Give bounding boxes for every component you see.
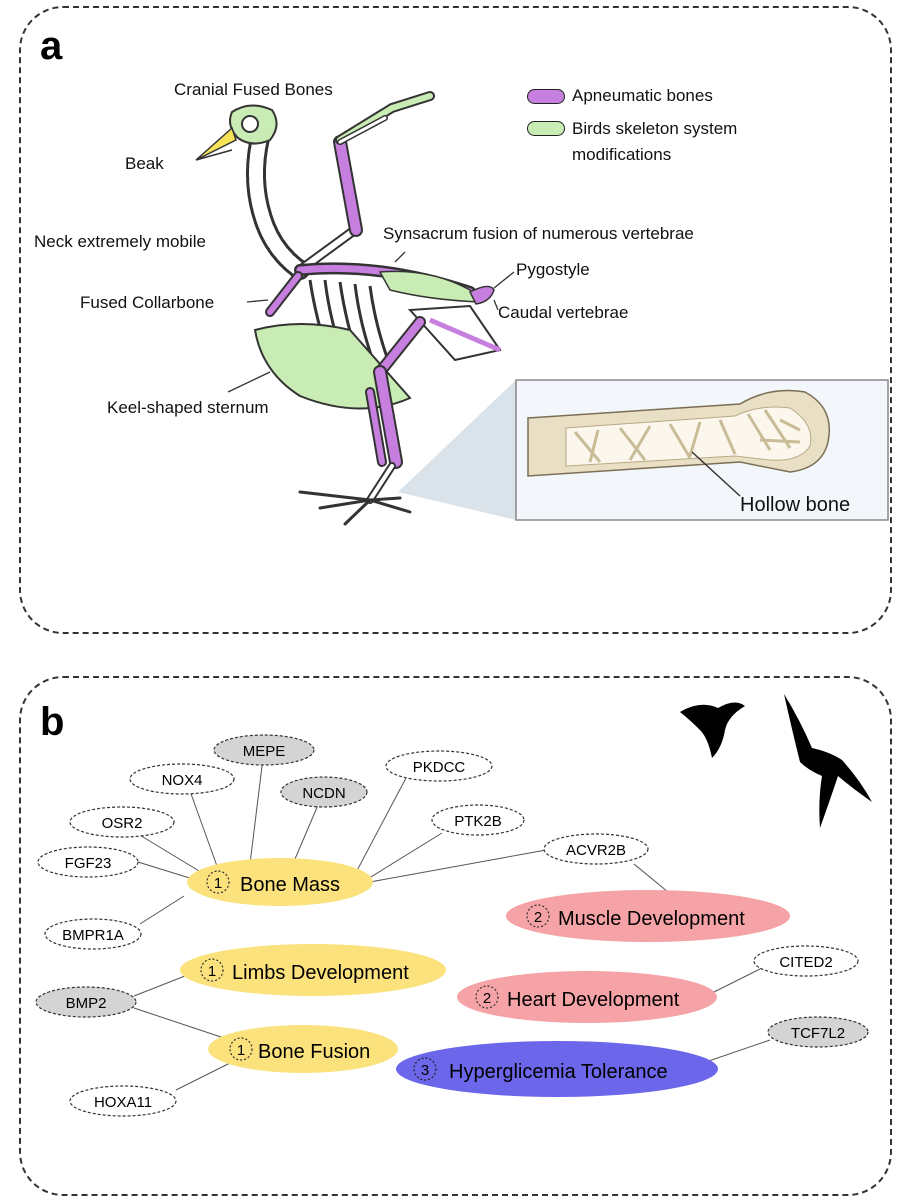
cat-num-heart: 2 (483, 990, 491, 1007)
panel-a-letter: a (40, 24, 63, 68)
gene-node-mepe: MEPE (213, 734, 315, 766)
toes (298, 490, 412, 526)
magnifier-wedge (398, 380, 516, 520)
cat-num-bone-mass: 1 (214, 875, 222, 892)
label-sternum: Keel-shaped sternum (107, 398, 269, 417)
leader-lines (227, 251, 515, 393)
hollow-bone-struts (573, 409, 801, 463)
beak-bone (195, 126, 237, 161)
label-pygostyle: Pygostyle (516, 260, 590, 279)
svg-text:TCF7L2: TCF7L2 (791, 1025, 845, 1042)
panel-b-letter: b (40, 700, 65, 744)
svg-text:PTK2B: PTK2B (454, 813, 502, 830)
category-muscle-development: 2 Muscle Development (506, 890, 790, 942)
svg-text:BMP2: BMP2 (66, 995, 107, 1012)
svg-text:ACVR2B: ACVR2B (566, 842, 626, 859)
legend-label-apneumatic: Apneumatic bones (572, 86, 713, 105)
category-heart-development: 2 Heart Development (457, 971, 717, 1023)
label-caudal-vertebrae: Caudal vertebrae (498, 303, 629, 322)
gene-node-acvr2b: ACVR2B (543, 833, 649, 865)
gene-node-fgf23: FGF23 (37, 846, 139, 878)
label-beak: Beak (125, 154, 164, 173)
category-bone-mass: 1 Bone Mass (187, 858, 373, 906)
gene-node-osr2: OSR2 (69, 806, 175, 838)
svg-text:FGF23: FGF23 (65, 855, 112, 872)
svg-text:NOX4: NOX4 (162, 772, 203, 789)
svg-text:OSR2: OSR2 (102, 815, 143, 832)
legend-label-modifications-1: Birds skeleton system (572, 119, 738, 138)
cat-num-limbs: 1 (208, 963, 216, 980)
cat-num-muscle: 2 (534, 909, 542, 926)
cat-label-limbs: Limbs Development (232, 962, 409, 984)
label-synsacrum: Synsacrum fusion of numerous vertebrae (383, 224, 694, 243)
bat-silhouette (680, 702, 745, 758)
category-hyperglicemia-tolerance: 3 Hyperglicemia Tolerance (396, 1041, 718, 1097)
hollow-bone-cavity (565, 406, 812, 467)
gene-network: 1 Bone Mass 2 Muscle Development 1 Limbs… (35, 694, 872, 1117)
cat-label-bone-mass: Bone Mass (240, 874, 340, 896)
svg-text:CITED2: CITED2 (779, 954, 832, 971)
skeleton-illustration (195, 91, 889, 526)
cat-label-bone-fusion: Bone Fusion (258, 1041, 370, 1063)
svg-text:PKDCC: PKDCC (413, 759, 466, 776)
bird-silhouette (784, 694, 872, 828)
gene-node-nox4: NOX4 (129, 763, 235, 795)
panel-b (19, 676, 892, 1196)
category-bone-fusion: 1 Bone Fusion (208, 1025, 398, 1073)
cat-num-hyper: 3 (421, 1062, 429, 1079)
gene-node-ncdn: NCDN (280, 776, 368, 808)
svg-text:HOXA11: HOXA11 (94, 1094, 152, 1111)
label-neck: Neck extremely mobile (34, 232, 206, 251)
legend-swatch-modifications (527, 121, 565, 136)
gene-node-bmp2: BMP2 (35, 986, 137, 1018)
label-collarbone: Fused Collarbone (80, 293, 215, 312)
gene-node-hoxa11: HOXA11 (69, 1085, 177, 1117)
label-cranial-fused-bones: Cranial Fused Bones (174, 80, 333, 99)
gene-node-tcf7l2: TCF7L2 (767, 1016, 869, 1048)
svg-text:NCDN: NCDN (302, 785, 345, 802)
cat-label-heart: Heart Development (507, 989, 680, 1011)
svg-text:BMPR1A: BMPR1A (62, 927, 124, 944)
legend-label-modifications-2: modifications (572, 145, 672, 164)
hollow-bone-pointer (691, 451, 741, 497)
category-limbs-development: 1 Limbs Development (180, 944, 446, 996)
gene-node-bmpr1a: BMPR1A (44, 918, 142, 950)
gene-node-pkdcc: PKDCC (385, 750, 493, 782)
panel-a (19, 6, 892, 634)
gene-node-ptk2b: PTK2B (431, 804, 525, 836)
pygostyle-bone (468, 285, 495, 305)
synsacrum (378, 270, 482, 303)
label-hollow-bone: Hollow bone (740, 494, 851, 516)
cat-label-hyper: Hyperglicemia Tolerance (449, 1061, 668, 1083)
cat-num-bone-fusion: 1 (237, 1042, 245, 1059)
cat-label-muscle: Muscle Development (558, 908, 745, 930)
svg-text:MEPE: MEPE (243, 743, 286, 760)
legend-swatch-apneumatic (527, 89, 565, 104)
gene-node-cited2: CITED2 (753, 945, 859, 977)
